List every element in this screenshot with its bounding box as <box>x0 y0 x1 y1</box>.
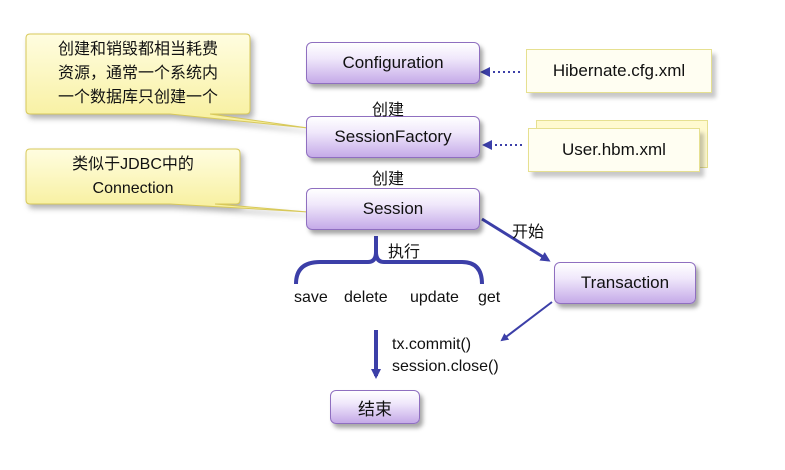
hibernate-cfg-file: Hibernate.cfg.xml <box>526 49 712 93</box>
session-factory-note-line-3: 一个数据库只创建一个 <box>57 89 218 106</box>
operation-get: get <box>478 289 501 306</box>
session-node: Session <box>306 188 480 230</box>
session-factory-note-line-2: 资源，通常一个系统内 <box>57 65 218 82</box>
label-create-2: 创建 <box>372 171 405 188</box>
dotted-link-hibernate-cfg <box>480 67 520 77</box>
operations-brace <box>294 236 484 285</box>
session-factory-note: 创建和销毁都相当耗费 资源，通常一个系统内 一个数据库只创建一个 <box>30 38 246 110</box>
session-factory-note-line-1: 创建和销毁都相当耗费 <box>57 41 218 58</box>
session-factory-node: SessionFactory <box>306 116 480 158</box>
label-execute: 执行 <box>388 244 421 261</box>
transaction-node: Transaction <box>554 262 696 304</box>
configuration-node: Configuration <box>306 42 480 84</box>
end-node: 结束 <box>330 390 420 424</box>
step-session-close: session.close() <box>392 358 499 375</box>
operation-save: save <box>294 289 328 306</box>
operation-delete: delete <box>344 289 388 306</box>
label-create-1: 创建 <box>372 102 405 119</box>
session-note: 类似于JDBC中的 Connection <box>30 153 236 201</box>
arrow-transaction-to-commit <box>500 301 553 342</box>
user-hbm-file: User.hbm.xml <box>528 128 700 172</box>
callout-session-factory-shape <box>25 33 309 129</box>
label-begin: 开始 <box>512 224 545 241</box>
step-tx-commit: tx.commit() <box>392 336 472 353</box>
operation-update: update <box>410 289 459 306</box>
dotted-link-user-hbm <box>482 140 522 150</box>
callout-session-shape <box>25 148 309 213</box>
arrow-session-to-transaction <box>481 217 551 262</box>
session-note-line-1: 类似于JDBC中的 <box>72 156 194 173</box>
session-note-line-2: Connection <box>92 180 174 197</box>
